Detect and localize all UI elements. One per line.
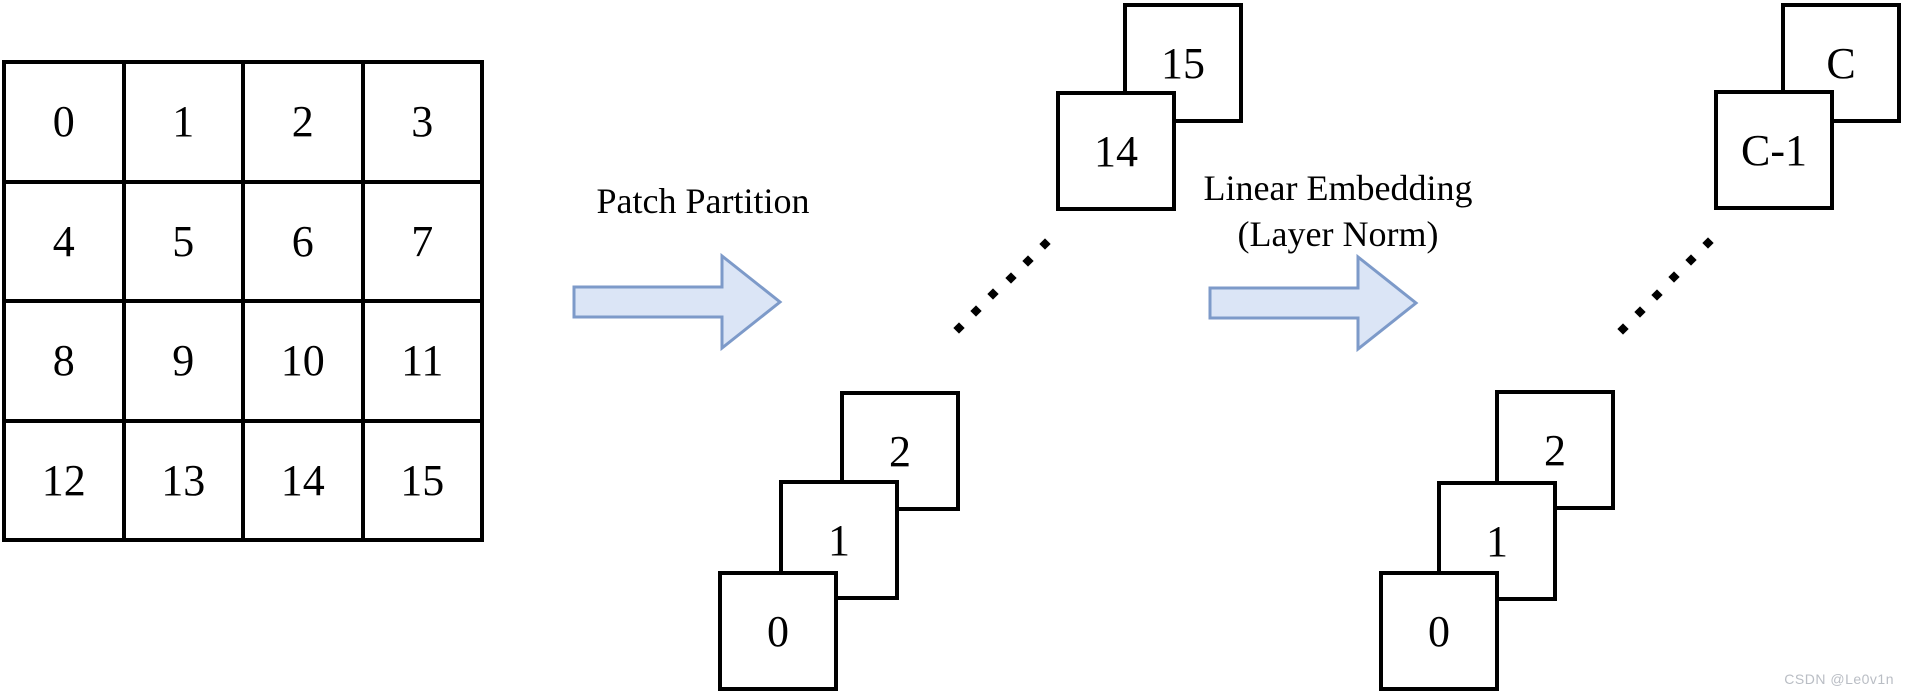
ellipsis-dot — [953, 322, 965, 334]
grid-cell-5: 5 — [123, 181, 243, 301]
linear-embedding-label: Linear Embedding (Layer Norm) — [1188, 165, 1488, 257]
grid-cell-11: 11 — [362, 301, 482, 421]
ellipsis-dot — [987, 288, 999, 300]
grid-cell-7: 7 — [362, 181, 482, 301]
grid-cell-6: 6 — [243, 181, 363, 301]
patch-partition-arrow-icon — [572, 252, 783, 352]
grid-cell-10: 10 — [243, 301, 363, 421]
grid-cell-0: 0 — [4, 62, 124, 182]
grid-cell-13: 13 — [123, 420, 243, 540]
ellipsis-dot — [1685, 254, 1697, 266]
ellipsis-dot — [1651, 289, 1663, 301]
grid-cell-14: 14 — [243, 420, 363, 540]
patch-box-14: 14 — [1056, 91, 1176, 211]
ellipsis-dot — [1039, 238, 1051, 250]
patch-partition-label: Patch Partition — [596, 181, 810, 221]
ellipsis-dot — [1634, 306, 1646, 318]
grid-cell-3: 3 — [362, 62, 482, 182]
ellipsis-dot — [1702, 237, 1714, 249]
embed-box-c-1: C-1 — [1714, 90, 1834, 210]
ellipsis-dot — [1022, 255, 1034, 267]
patch-box-0: 0 — [718, 571, 838, 691]
ellipsis-dot — [1617, 323, 1629, 335]
linear-embedding-arrow-icon — [1208, 253, 1419, 353]
linear-embedding-label-line2: (Layer Norm) — [1237, 214, 1439, 254]
grid-cell-15: 15 — [362, 420, 482, 540]
grid-cell-1: 1 — [123, 62, 243, 182]
grid-cell-2: 2 — [243, 62, 363, 182]
grid-cell-4: 4 — [4, 181, 124, 301]
watermark-text: CSDN @Le0v1n — [1784, 671, 1894, 687]
ellipsis-dot — [970, 305, 982, 317]
grid-cell-9: 9 — [123, 301, 243, 421]
linear-embedding-label-line1: Linear Embedding — [1203, 168, 1473, 208]
ellipsis-dot — [1668, 271, 1680, 283]
grid-cell-12: 12 — [4, 420, 124, 540]
ellipsis-dot — [1005, 272, 1017, 284]
grid-cell-8: 8 — [4, 301, 124, 421]
embed-box-0: 0 — [1379, 571, 1499, 691]
